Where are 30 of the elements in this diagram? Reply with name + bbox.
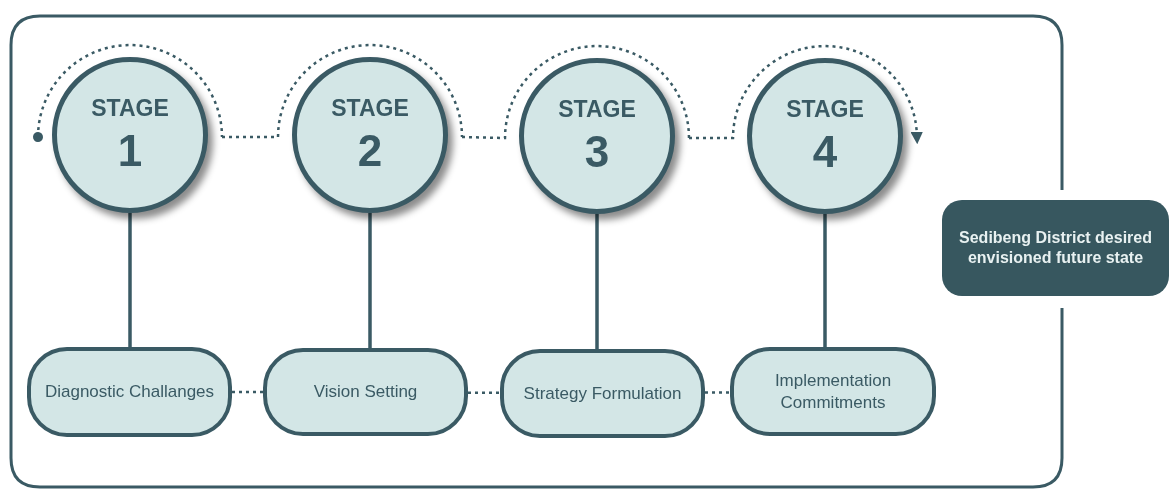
stage-number: 4 [812,126,838,177]
stage-label: STAGE [91,94,169,122]
stage-title: Implementation Commitments [773,370,893,413]
stage-number: 1 [117,125,143,176]
stage-pill [27,347,232,437]
stage-circle [52,57,208,213]
dotted-connector [468,391,500,394]
stage-number: 3 [584,126,610,177]
dotted-connector [689,44,923,145]
dotted-connector [222,43,464,139]
dotted-connector [33,43,224,142]
stage-title: Vision Setting [313,381,418,403]
stage-label: STAGE [331,94,409,122]
stage-label: STAGE [558,95,636,123]
dotted-connector [705,391,730,394]
dotted-connector [232,390,263,394]
stage-circle [292,57,448,213]
connector-line [128,213,132,347]
stage-label: STAGE [786,95,864,123]
stage-title: Strategy Formulation [523,382,682,405]
connector-line [823,214,827,347]
dotted-connector [461,44,691,140]
stage-circle [519,58,675,214]
stage-circle [747,58,903,214]
outcome-text: Sedibeng District desired envisioned future state [958,228,1153,268]
connector-line [368,213,372,348]
stage-title: Diagnostic Challanges [44,381,215,403]
connector-line [595,214,599,349]
stage-number: 2 [357,125,383,176]
outcome-box [942,200,1169,296]
